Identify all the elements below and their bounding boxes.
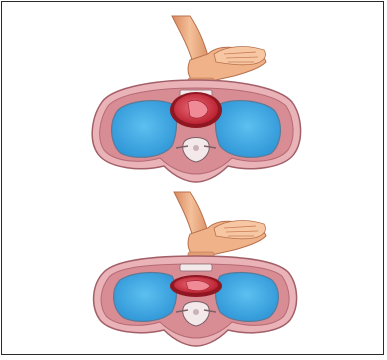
chest-cross-section-bottom	[94, 256, 297, 346]
sternum	[180, 264, 212, 271]
heart-top	[170, 92, 222, 128]
left-lung	[112, 101, 177, 158]
panel-before-compression	[92, 16, 300, 182]
right-lung	[216, 273, 279, 322]
left-lung	[114, 273, 177, 322]
chest-cross-section-top	[92, 80, 300, 182]
right-lung	[216, 101, 281, 158]
heart-compressed	[170, 275, 222, 297]
hand-top-icon	[172, 16, 266, 84]
hand-bottom-icon	[174, 192, 266, 259]
figure-frame	[1, 1, 384, 355]
panel-during-compression	[94, 192, 297, 346]
